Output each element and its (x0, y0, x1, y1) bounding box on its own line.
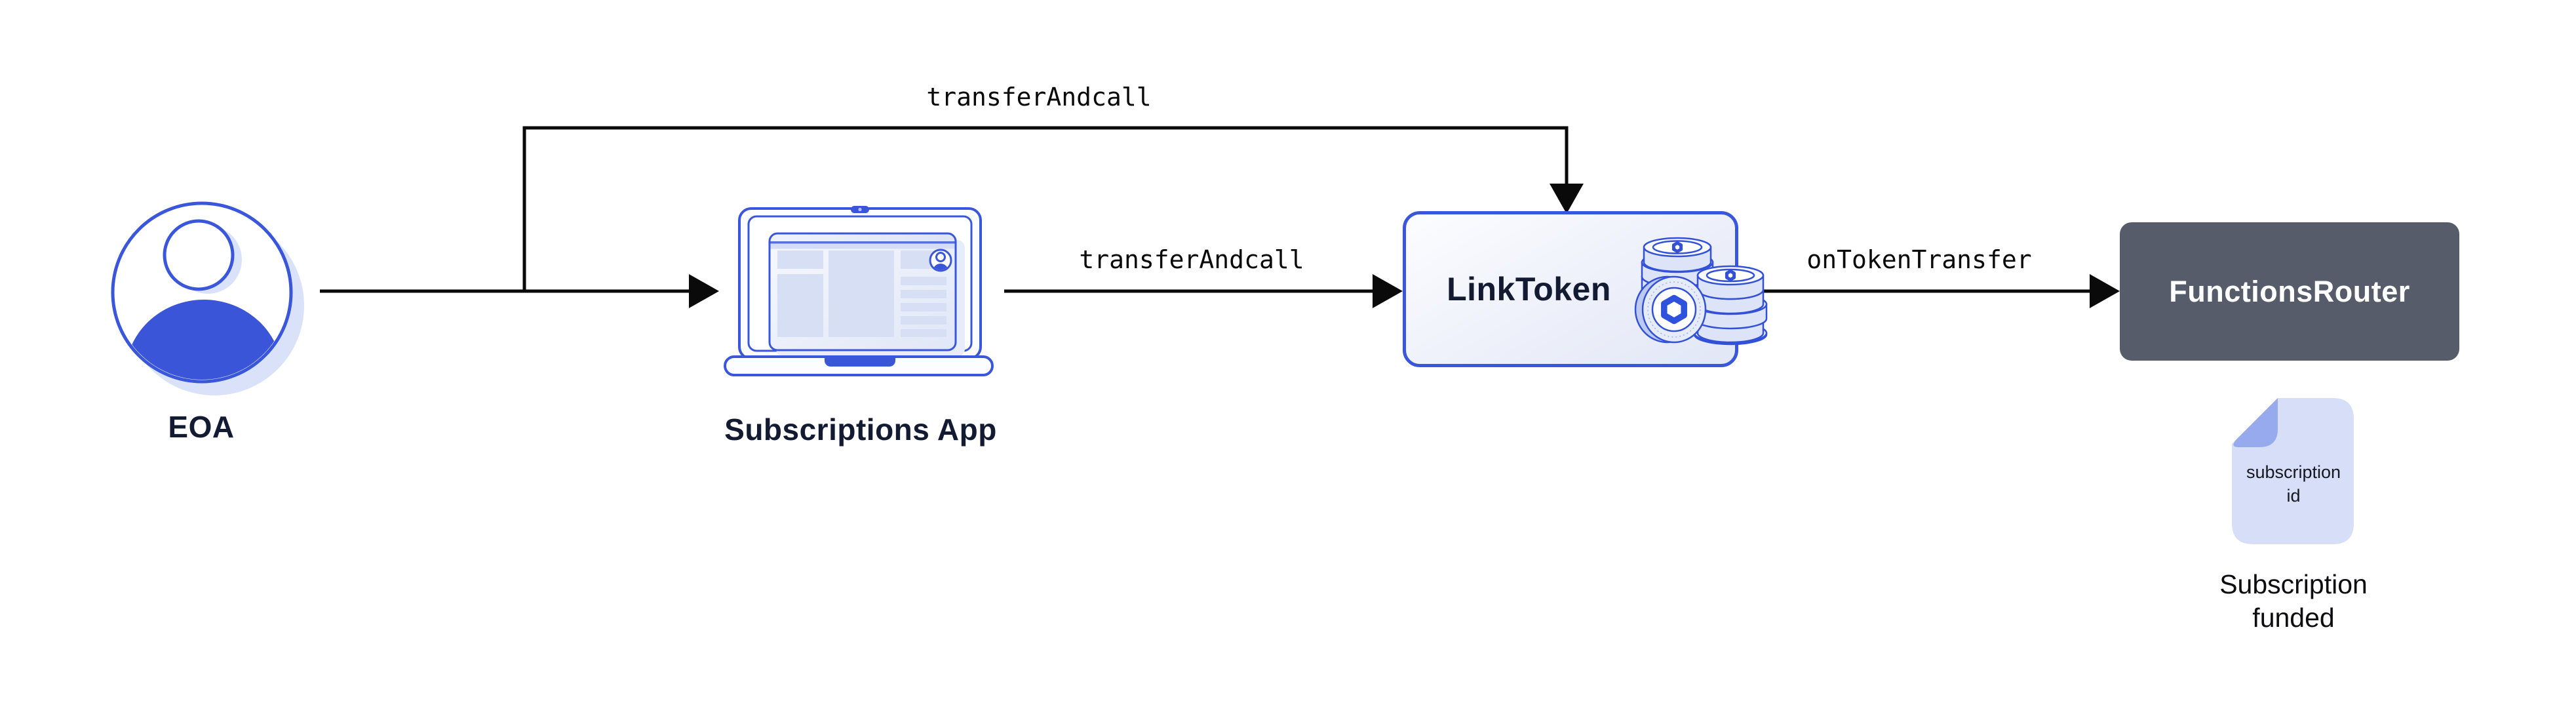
avatar-body (125, 300, 283, 380)
laptop-base-notch (825, 358, 895, 367)
avatar-head (163, 219, 235, 291)
document-icon (2232, 398, 2354, 544)
link-coin-stack-icon (1634, 237, 1768, 346)
chainlink-hexagon-logo (1661, 294, 1687, 325)
browser-avatar-head (935, 252, 946, 262)
edge-eoa-to-linktoken-path (522, 126, 1569, 291)
edge-label-ontokentransfer: onTokenTransfer (1806, 245, 2032, 274)
subscription-funded-caption: Subscription funded (2219, 569, 2368, 633)
laptop-browser-icon (724, 206, 994, 376)
linktoken-label: LinkToken (1447, 271, 1611, 308)
arrowhead-into-linktoken-top (1550, 184, 1584, 214)
user-avatar-icon (111, 201, 304, 395)
edge-label-transferandcall-top: transferAndcall (926, 83, 1152, 111)
browser-header-divider (770, 241, 956, 244)
arrowhead-into-linktoken-left (1373, 274, 1403, 308)
browser-avatar-body (933, 264, 948, 270)
browser-window-outline (768, 232, 957, 351)
right-coin-stack (1693, 265, 1768, 346)
browser-header-fill (770, 239, 956, 241)
front-link-coin (1634, 275, 1707, 344)
subscription-doc-text: subscription id (2246, 462, 2341, 506)
browser-subheader-strip (770, 243, 956, 249)
laptop-camera-dot (858, 207, 862, 212)
edge-label-transferandcall-mid: transferAndcall (1079, 245, 1304, 274)
functionsrouter-label: FunctionsRouter (2169, 274, 2410, 308)
document-fold (2233, 398, 2278, 447)
eoa-label: EOA (168, 410, 235, 444)
subscriptions-app-label: Subscriptions App (724, 412, 997, 447)
functionsrouter-box: FunctionsRouter (2120, 222, 2459, 361)
browser-content-blocks (777, 250, 946, 337)
arrowhead-into-router (2090, 274, 2120, 308)
arrowhead-into-app (689, 274, 719, 308)
